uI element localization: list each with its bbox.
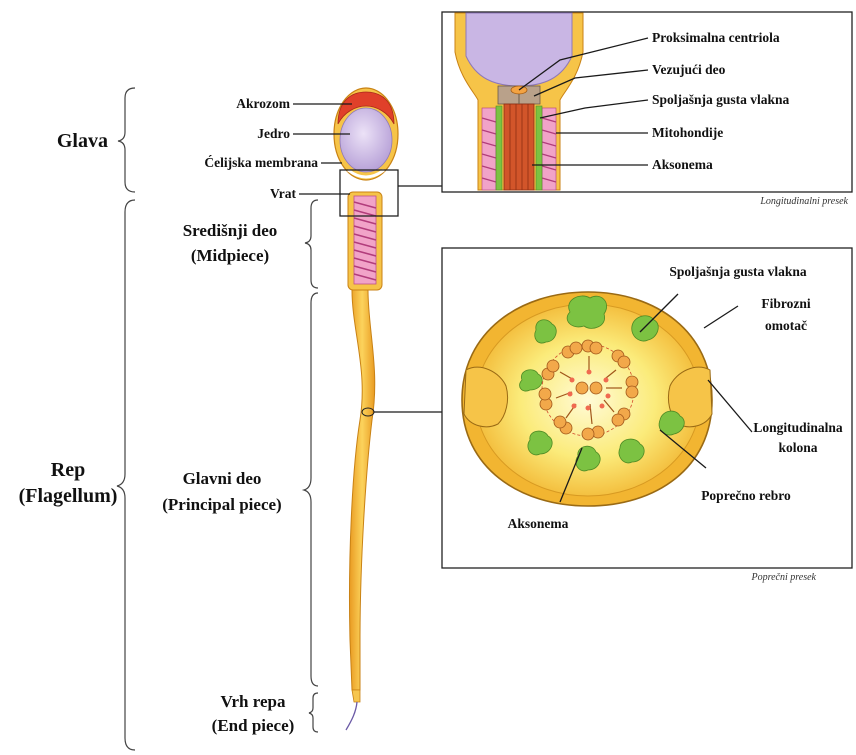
cross-caption: Poprečni presek (750, 572, 816, 583)
principal-piece-label: (Principal piece) (162, 495, 281, 514)
mitohondije-label: Mitohondije (652, 125, 723, 140)
proksimalna-label: Proksimalna centriola (652, 30, 780, 45)
glavni-brace (304, 293, 318, 686)
glava-brace (118, 88, 135, 192)
sperm-midpiece (348, 192, 382, 290)
longitudinal-caption: Longitudinalni presek (759, 196, 848, 207)
vrat-label: Vrat (270, 186, 296, 201)
spoljasnja-long-label: Spoljašnja gusta vlakna (652, 92, 790, 107)
end-piece-label: (End piece) (212, 716, 295, 735)
vrh-brace (309, 693, 318, 732)
midpiece-label: (Midpiece) (191, 246, 269, 265)
glavni-deo-label: Glavni deo (183, 469, 262, 488)
sredisnji-brace (305, 200, 318, 288)
glava-label: Glava (57, 130, 108, 152)
poprecno-rebro-label: Poprečno rebro (701, 488, 791, 503)
kolona-label: kolona (778, 440, 817, 455)
omotac-label: omotač (765, 318, 807, 333)
aksonema-cross-label: Aksonema (508, 516, 569, 531)
spoljasnja-cross-label: Spoljašnja gusta vlakna (669, 264, 807, 279)
membrana-label: Ćelijska membrana (204, 155, 318, 170)
sperm-tail (346, 290, 375, 730)
sredisnji-deo-label: Središnji deo (183, 221, 278, 240)
rep-brace (117, 200, 135, 750)
longitudinalna-label: Longitudinalna (753, 420, 843, 435)
vezujuci-label: Vezujući deo (652, 62, 726, 77)
vrh-repa-label: Vrh repa (220, 692, 286, 711)
jedro-label: Jedro (257, 126, 290, 141)
flagellum-label: (Flagellum) (19, 485, 118, 507)
rep-label: Rep (51, 459, 85, 481)
akrozom-label: Akrozom (236, 96, 290, 111)
fibrozni-label: Fibrozni (761, 296, 811, 311)
aksonema-long-label: Aksonema (652, 157, 713, 172)
